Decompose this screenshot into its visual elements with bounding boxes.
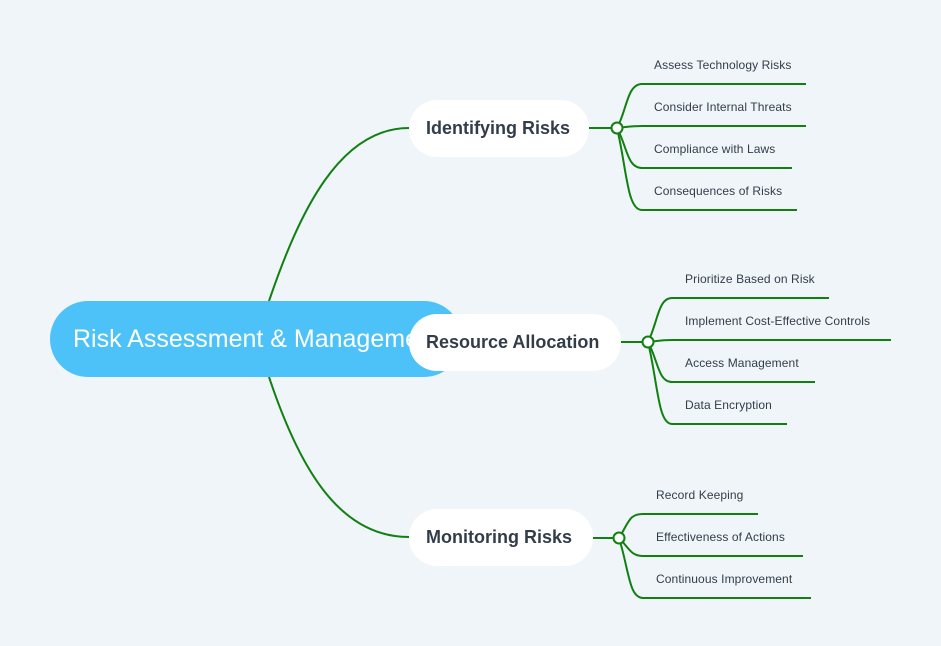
leaf-1-3-connector <box>647 341 787 425</box>
branch-2-node[interactable] <box>612 531 626 545</box>
leaf-1-0-connector <box>647 297 829 343</box>
leaf-consequences-of-risks[interactable]: Consequences of Risks <box>654 184 783 198</box>
leaf-effectiveness-of-actions[interactable]: Effectiveness of Actions <box>656 530 785 544</box>
leaf-consider-internal-threats[interactable]: Consider Internal Threats <box>654 100 792 114</box>
root-topic[interactable]: Risk Assessment & Management <box>50 301 462 377</box>
leaf-assess-technology-risks[interactable]: Assess Technology Risks <box>654 58 792 72</box>
leaf-data-encryption[interactable]: Data Encryption <box>685 398 772 412</box>
branch-1-node[interactable] <box>641 335 655 349</box>
leaf-1-1-connector <box>647 339 891 343</box>
connector-root-branch-2 <box>268 376 410 538</box>
leaf-continuous-improvement[interactable]: Continuous Improvement <box>656 572 793 586</box>
leaf-implement-cost-effective-controls[interactable]: Implement Cost-Effective Controls <box>685 314 871 328</box>
leaf-0-1-connector <box>616 125 806 129</box>
leaf-0-3-connector <box>616 127 797 211</box>
leaf-prioritize-based-on-risk[interactable]: Prioritize Based on Risk <box>685 272 815 286</box>
leaf-record-keeping[interactable]: Record Keeping <box>656 488 744 502</box>
branch-topic-identifying-risks[interactable]: Identifying Risks <box>409 100 589 157</box>
leaf-compliance-with-laws[interactable]: Compliance with Laws <box>654 142 776 156</box>
branch-topic-resource-allocation[interactable]: Resource Allocation <box>409 314 621 371</box>
connector-root-branch-0 <box>268 127 410 302</box>
leaf-access-management[interactable]: Access Management <box>685 356 799 370</box>
leaf-2-2-connector <box>618 537 811 599</box>
leaf-0-0-connector <box>616 83 806 129</box>
branch-topic-monitoring-risks[interactable]: Monitoring Risks <box>409 509 593 566</box>
branch-0-node[interactable] <box>610 121 624 135</box>
